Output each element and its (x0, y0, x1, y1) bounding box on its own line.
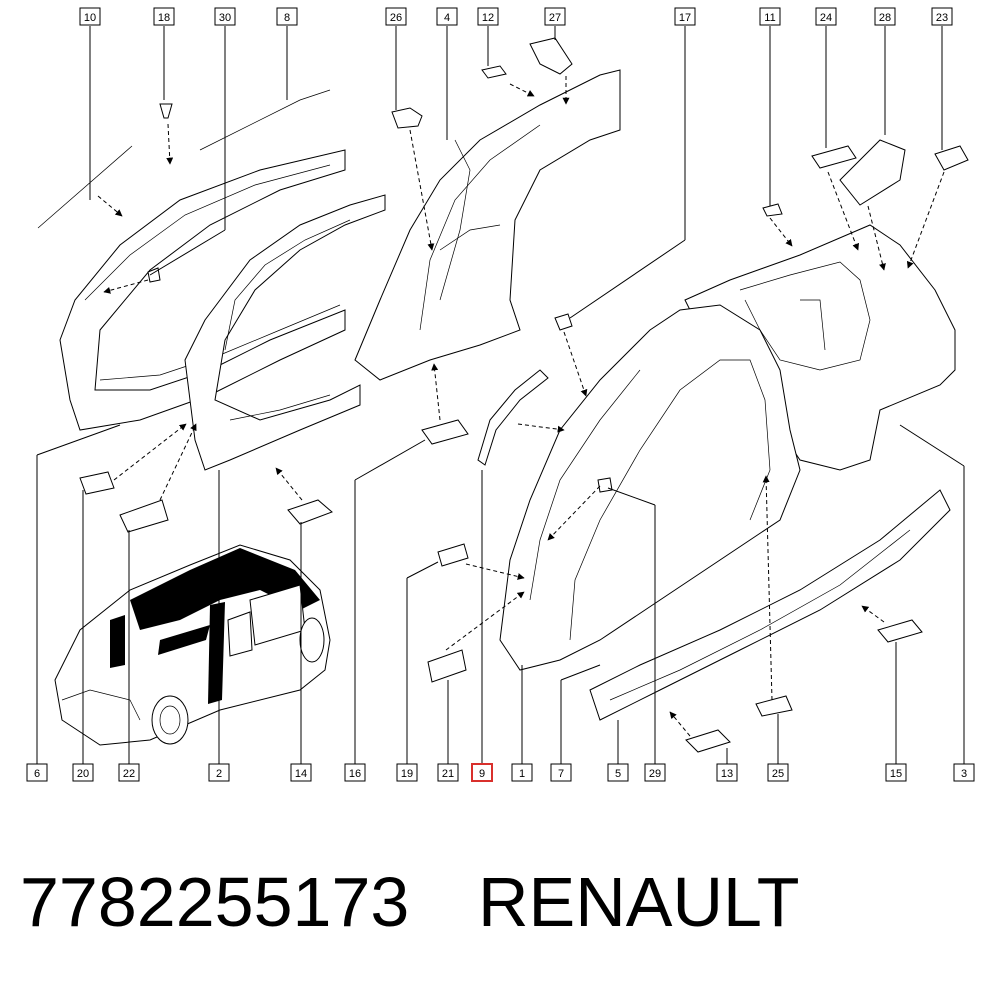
callout-box: 26 (385, 7, 407, 26)
callout-box-highlighted: 9 (471, 763, 493, 782)
leader-lines (36, 26, 965, 764)
callout-label: 3 (961, 768, 967, 780)
sill-outer (589, 489, 951, 721)
seal-strip-8 (199, 89, 331, 151)
bracket-20 (79, 471, 115, 495)
clip-30 (147, 267, 161, 283)
callout-box: 3 (953, 763, 975, 782)
callout-label: 12 (482, 12, 494, 24)
callout-box: 29 (644, 763, 666, 782)
callout-box: 17 (674, 7, 696, 26)
callout-label: 20 (77, 768, 89, 780)
assembly-arrows (97, 76, 945, 737)
callout-label: 6 (34, 768, 40, 780)
car-location-thumbnail (54, 544, 331, 746)
left-body-side-panels (59, 69, 621, 471)
inner-panel-left (59, 149, 346, 431)
callout-label: 19 (401, 768, 413, 780)
bracket-11 (762, 203, 783, 217)
bracket-22 (119, 499, 169, 533)
part-number: 7782255173 (20, 863, 410, 941)
bracket-12 (481, 65, 507, 79)
callout-label: 23 (936, 12, 948, 24)
callout-label: 21 (442, 768, 454, 780)
callout-label: 2 (216, 768, 222, 780)
bracket-15 (877, 619, 923, 643)
callout-box: 20 (72, 763, 94, 782)
callout-label: 28 (879, 12, 891, 24)
callout-box: 27 (544, 7, 566, 26)
bracket-27 (529, 37, 573, 75)
bracket-17 (554, 313, 573, 331)
callout-label: 8 (284, 12, 290, 24)
callout-box: 5 (607, 763, 629, 782)
callout-box: 4 (436, 7, 458, 26)
bracket-19 (437, 543, 469, 567)
bracket-21 (427, 649, 467, 683)
bracket-28 (839, 139, 906, 206)
callout-label: 9 (479, 768, 485, 780)
callout-label: 17 (679, 12, 691, 24)
callout-box: 19 (396, 763, 418, 782)
bracket-24 (811, 145, 857, 169)
callout-box: 23 (931, 7, 953, 26)
bracket-23 (934, 145, 969, 171)
callout-box: 24 (815, 7, 837, 26)
seal-strip-10 (37, 145, 133, 229)
callout-box: 15 (885, 763, 907, 782)
callout-label: 10 (84, 12, 96, 24)
bracket-16 (421, 419, 469, 445)
brand-name: RENAULT (478, 863, 800, 941)
small-brackets (37, 37, 969, 753)
clip-29 (597, 477, 613, 493)
bracket-14 (287, 499, 333, 525)
callout-label: 11 (764, 12, 775, 24)
callout-label: 26 (390, 12, 402, 24)
callout-label: 24 (820, 12, 832, 24)
a-pillar-strip (477, 369, 549, 466)
callout-box: 8 (276, 7, 298, 26)
callout-box: 12 (477, 7, 499, 26)
callout-box: 16 (344, 763, 366, 782)
callout-box: 6 (26, 763, 48, 782)
callout-box: 21 (437, 763, 459, 782)
callout-box: 13 (716, 763, 738, 782)
outer-body-side-center (354, 69, 621, 381)
inner-a-pillar (184, 194, 386, 471)
callout-label: 16 (349, 768, 361, 780)
callout-box: 28 (874, 7, 896, 26)
callout-label: 1 (519, 768, 525, 780)
right-body-side-panels (477, 224, 956, 721)
callout-box: 14 (290, 763, 312, 782)
callout-label: 4 (444, 12, 450, 24)
callout-label: 22 (123, 768, 135, 780)
callout-label: 15 (890, 768, 902, 780)
callout-label: 14 (295, 768, 307, 780)
callout-box: 2 (208, 763, 230, 782)
callout-box: 18 (153, 7, 175, 26)
callout-label: 13 (721, 768, 733, 780)
callout-box: 10 (79, 7, 101, 26)
bracket-26 (391, 107, 423, 129)
callout-label: 7 (558, 768, 564, 780)
callout-label: 27 (549, 12, 561, 24)
callout-label: 5 (615, 768, 621, 780)
callout-box: 30 (214, 7, 236, 26)
clip-18 (159, 103, 173, 119)
callout-box: 7 (550, 763, 572, 782)
callout-label: 25 (772, 768, 784, 780)
callout-label: 29 (649, 768, 661, 780)
bracket-25 (755, 695, 793, 717)
callouts-top: 10 18 30 8 26 4 12 27 17 11 24 28 23 (79, 7, 953, 26)
callout-label: 30 (219, 12, 231, 24)
callout-box: 25 (767, 763, 789, 782)
callout-box: 1 (511, 763, 533, 782)
callout-label: 18 (158, 12, 170, 24)
callout-box: 22 (118, 763, 140, 782)
bracket-13 (685, 729, 731, 753)
callout-box: 11 (759, 7, 781, 26)
callouts-bottom: 6 20 22 2 14 16 19 21 9 1 7 5 29 13 25 1… (26, 763, 975, 782)
